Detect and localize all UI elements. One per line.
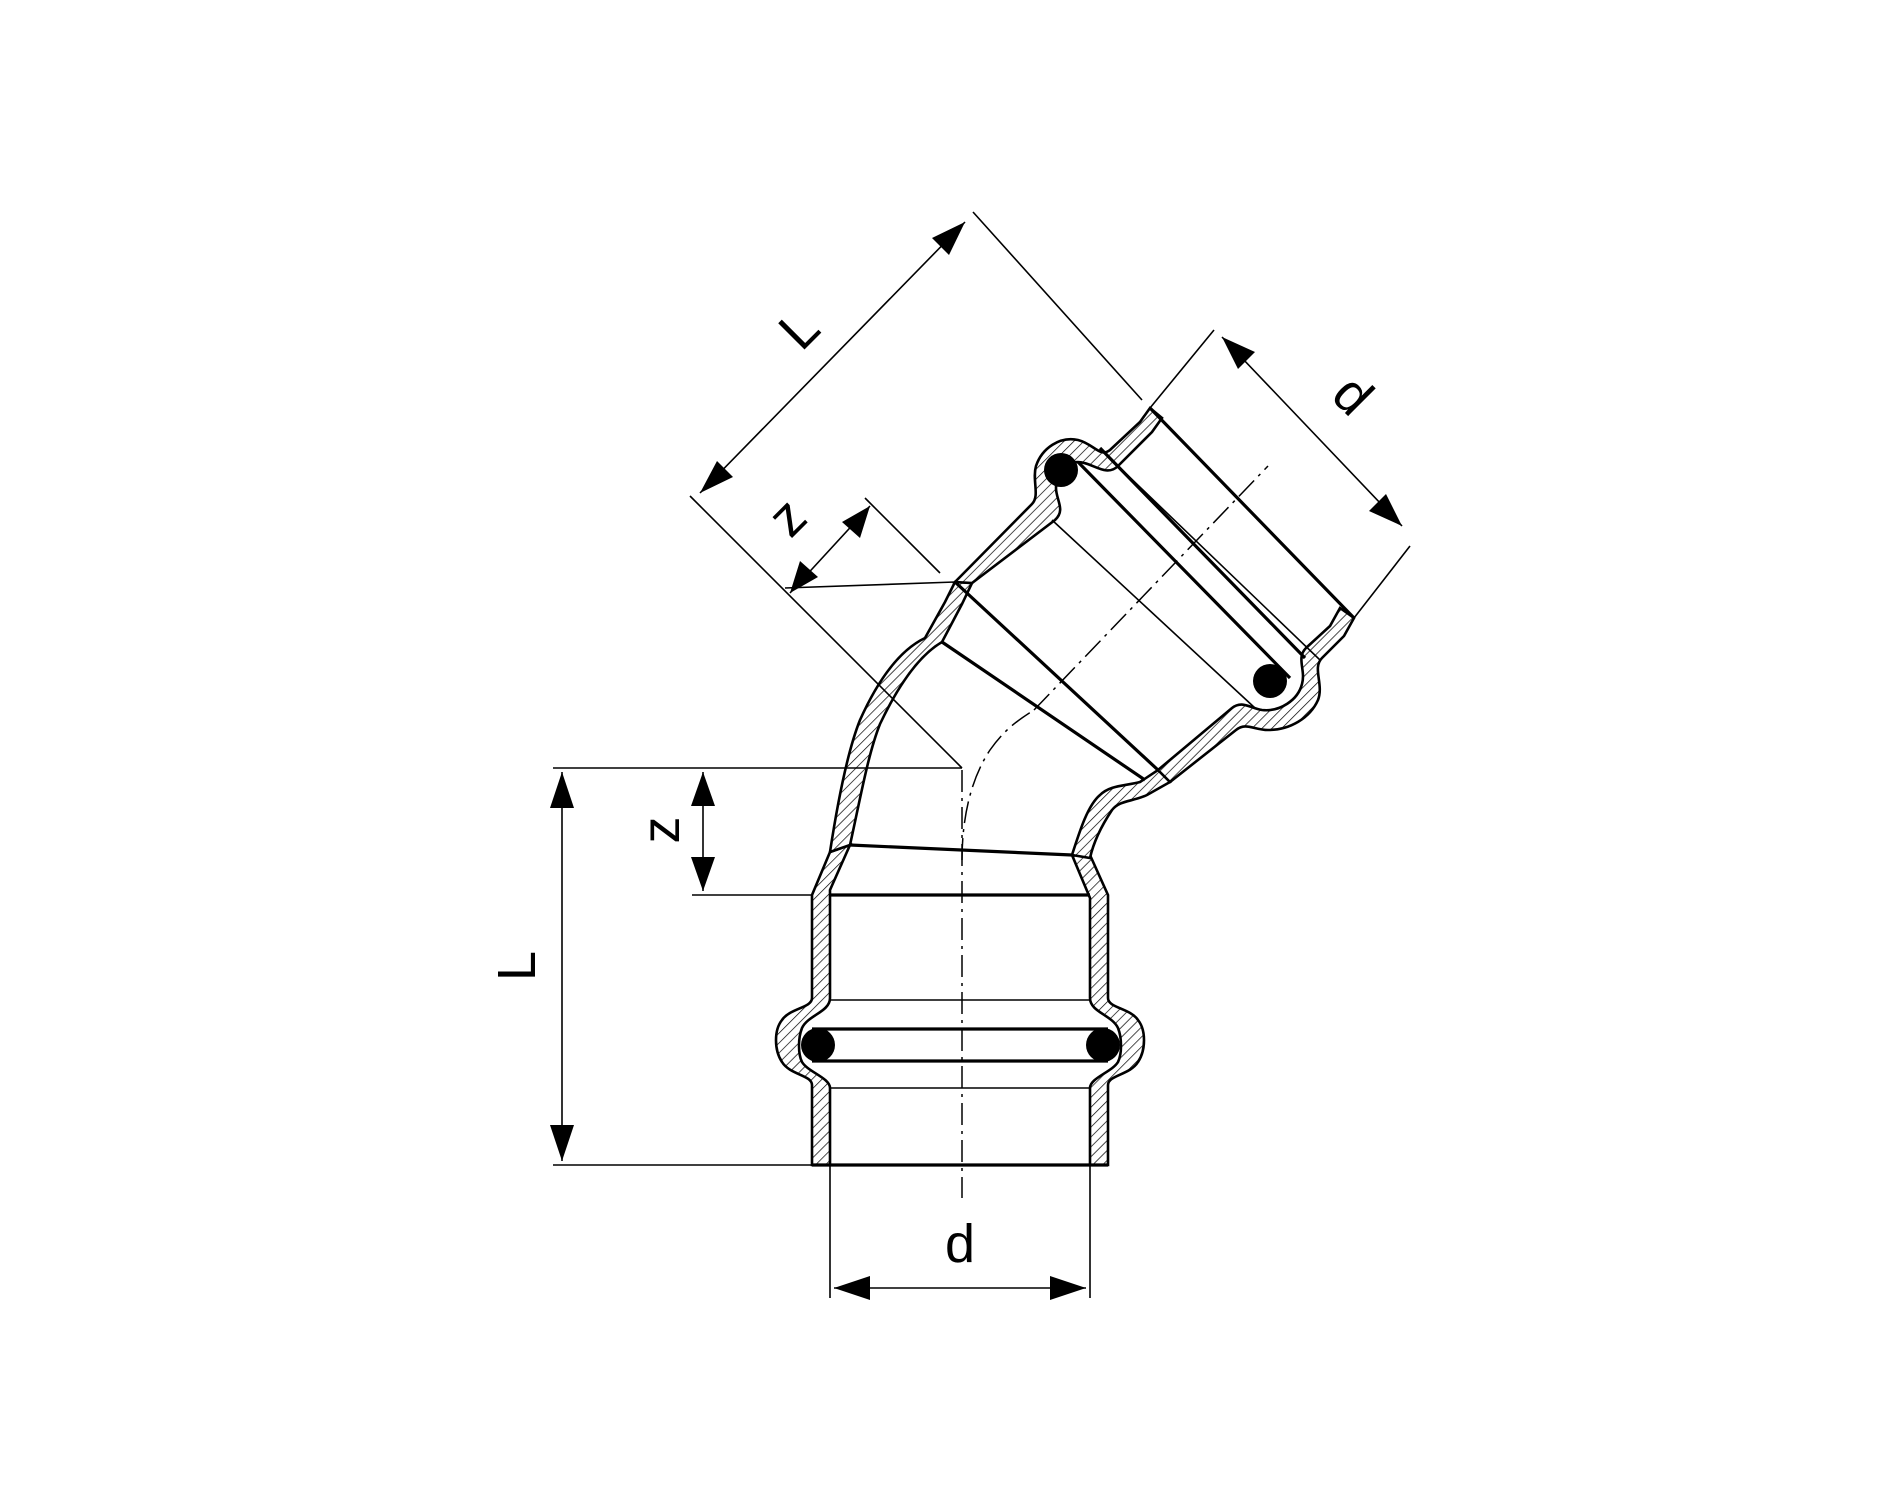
dimension-line-l-angled — [699, 221, 966, 494]
angled-socket-inner-wall — [1156, 606, 1356, 784]
arrowhead-l-bottom-end — [550, 1125, 574, 1161]
angled-centerline — [1033, 465, 1269, 711]
bottom-o-ring-left — [801, 1028, 835, 1062]
angled-o-ring-lower — [1253, 664, 1287, 698]
label-z-angled: z — [757, 487, 819, 549]
arrowhead-l-bottom-top — [550, 772, 574, 808]
angled-o-ring-upper — [1044, 453, 1078, 487]
bend-outer-wall — [828, 580, 975, 854]
bottom-socket — [774, 842, 1146, 1167]
arrowhead-z-bottom-end — [691, 857, 715, 891]
label-z-bottom: z — [631, 817, 691, 844]
arrowhead-z-angled-upper — [842, 506, 870, 538]
label-d-angled: d — [1321, 363, 1385, 427]
label-l-angled: L — [767, 297, 831, 361]
arrowhead-d-bottom-right — [1050, 1276, 1086, 1300]
label-d-bottom: d — [945, 1214, 975, 1274]
dimension-line-d-angled — [1221, 336, 1403, 527]
centerlines — [961, 465, 1269, 1198]
arrowhead-l-angled-upper — [932, 222, 965, 255]
bottom-socket-right-wall — [1070, 853, 1146, 1167]
angled-socket — [952, 406, 1356, 784]
bend-inner-wall — [1070, 768, 1173, 860]
arrowhead-z-bottom-top — [691, 772, 715, 806]
arrowhead-z-angled-lower — [790, 561, 818, 593]
arrowhead-d-angled-upper — [1222, 337, 1255, 369]
bottom-socket-left-wall — [774, 842, 853, 1167]
arrowhead-l-angled-lower — [700, 461, 733, 493]
bottom-dimensions: L z d — [487, 767, 1091, 1300]
angled-socket-outer-wall — [952, 406, 1164, 585]
bend-centerline — [961, 709, 1035, 861]
label-l-bottom: L — [487, 951, 547, 981]
arrowhead-d-bottom-left — [834, 1276, 870, 1300]
bottom-o-ring-right — [1086, 1028, 1120, 1062]
arrowhead-d-angled-lower — [1369, 494, 1402, 526]
